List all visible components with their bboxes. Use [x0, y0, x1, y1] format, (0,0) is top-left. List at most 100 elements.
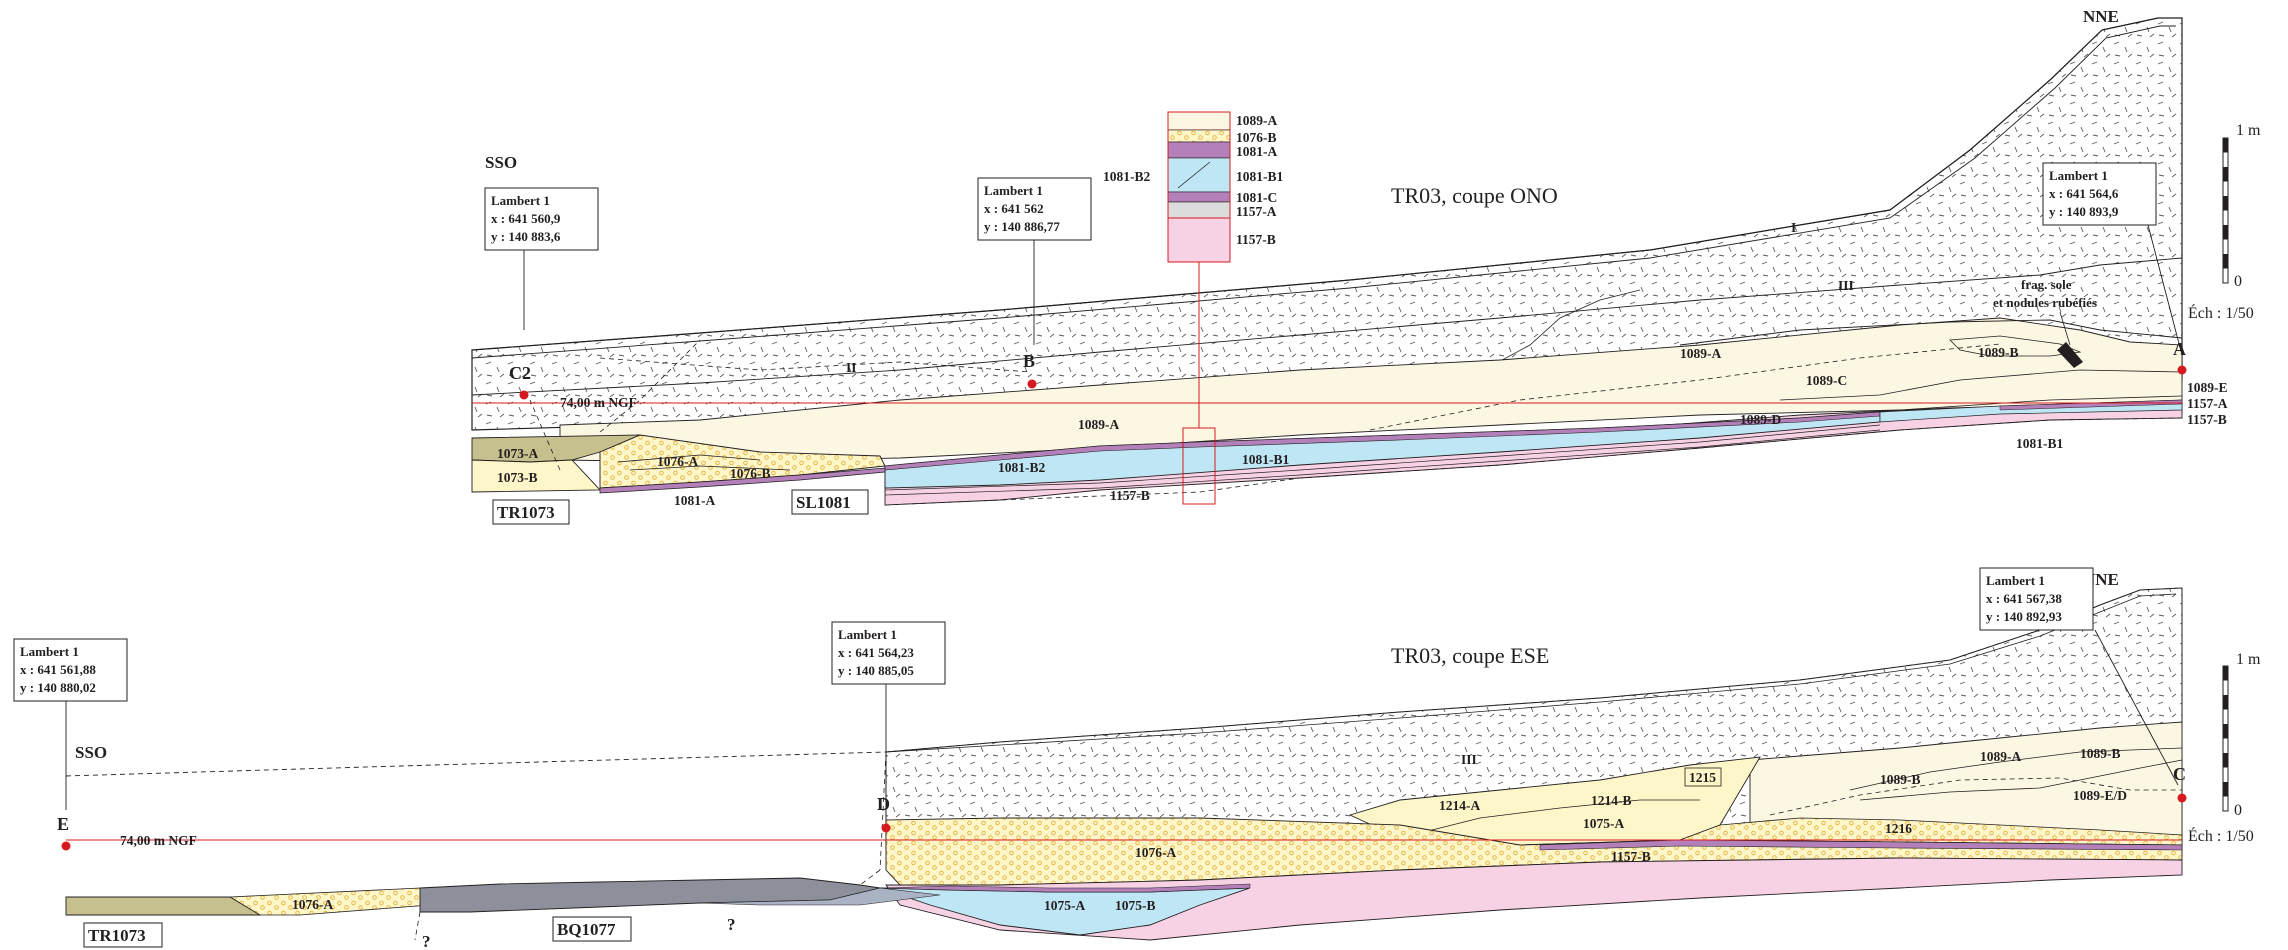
svg-text:SL1081: SL1081	[796, 493, 851, 512]
point-b	[1027, 379, 1037, 389]
unit-1076-a-bottom-left: 1076-A	[292, 897, 333, 912]
svg-text:Lambert 1: Lambert 1	[984, 183, 1043, 198]
tr1073-bottom-body	[65, 896, 262, 916]
dir-left-top: SSO	[485, 153, 517, 172]
structure-bq1077: BQ1077	[552, 916, 632, 942]
svg-text:x : 641 561,88: x : 641 561,88	[20, 662, 96, 677]
unit-1089-a-left: 1089-A	[1078, 417, 1119, 432]
svg-text:0: 0	[2234, 273, 2242, 290]
svg-text:TR1073: TR1073	[88, 926, 146, 945]
svg-text:x : 641 562: x : 641 562	[984, 201, 1044, 216]
unit-1089-c-top: 1089-C	[1806, 373, 1847, 388]
unit-1081-b1-right: 1081-B1	[2016, 436, 2064, 451]
unit-1157-a-top: 1157-A	[2187, 396, 2228, 411]
unit-1089-b-top: 1089-B	[1978, 345, 2019, 360]
unit-1081-a: 1081-A	[674, 493, 715, 508]
unit-1075-a-lens: 1075-A	[1044, 898, 1085, 913]
svg-text:TR1073: TR1073	[497, 503, 555, 522]
unit-1215-box: 1215	[1684, 767, 1722, 787]
frag-note-line2: et nodules rubéfiés	[1993, 295, 2097, 310]
svg-text:1076-B: 1076-B	[1236, 130, 1277, 145]
svg-text:y : 140 893,9: y : 140 893,9	[2049, 204, 2119, 219]
title-bottom: TR03, coupe ESE	[1391, 643, 1549, 668]
layer-1089-a	[559, 317, 2183, 463]
layer-1089-upper-line	[1679, 319, 2183, 346]
svg-text:y : 140 885,05: y : 140 885,05	[838, 663, 914, 678]
svg-text:0: 0	[2234, 802, 2242, 819]
svg-text:1157-B: 1157-B	[1236, 232, 1276, 247]
layer-1157-a-lines	[884, 424, 1881, 496]
callout-a: Lambert 1 x : 641 564,6 y : 140 893,9	[2042, 162, 2183, 356]
point-c2	[519, 390, 529, 400]
horizon-iii-bottom: III	[1461, 752, 1477, 767]
layer-1081-a	[599, 467, 886, 494]
svg-text:x : 641 567,38: x : 641 567,38	[1986, 591, 2062, 606]
point-e-label: E	[57, 814, 69, 834]
structure-tr1073-top: TR1073	[492, 499, 570, 525]
svg-text:BQ1077: BQ1077	[557, 920, 616, 939]
horizon-ii-iii-line	[471, 257, 2183, 396]
point-e	[61, 841, 71, 851]
callout-d: Lambert 1 x : 641 564,23 y : 140 885,05	[831, 621, 946, 792]
point-d-label: D	[877, 794, 890, 814]
svg-text:1215: 1215	[1689, 770, 1716, 785]
point-c2-label: C2	[509, 363, 531, 383]
unit-1089-a-top: 1089-A	[1680, 346, 1721, 361]
svg-text:Lambert 1: Lambert 1	[491, 193, 550, 208]
unknown-mark-2: ?	[727, 915, 736, 934]
horizon-iii-label: III	[1838, 278, 1854, 293]
svg-text:1 m: 1 m	[2236, 122, 2261, 139]
unit-1089-e-top: 1089-E	[2187, 380, 2228, 395]
point-d	[881, 823, 891, 833]
svg-text:1081-B1: 1081-B1	[1236, 169, 1284, 184]
horizon-i-label: I	[1791, 220, 1796, 235]
bq1077-light	[699, 887, 941, 906]
svg-text:1081-C: 1081-C	[1236, 190, 1277, 205]
svg-text:y : 140 892,93: y : 140 892,93	[1986, 609, 2062, 624]
frag-leader	[2059, 311, 2071, 346]
svg-text:Lambert 1: Lambert 1	[838, 627, 897, 642]
frag-note-line1: frag. sole	[2021, 277, 2072, 292]
bottom-inner-line	[885, 593, 2177, 753]
svg-text:Lambert 1: Lambert 1	[20, 644, 79, 659]
callout-c2: Lambert 1 x : 641 560,9 y : 140 883,6	[484, 187, 599, 330]
svg-text:x : 641 564,23: x : 641 564,23	[838, 645, 914, 660]
dir-right-top: NNE	[2083, 7, 2119, 26]
unknown-mark-1: ?	[422, 932, 431, 950]
scale-bar-top: 1 m 0 Éch : 1/50	[2188, 122, 2261, 322]
pit-cut-dashed	[529, 339, 701, 471]
top-base-dashed	[884, 417, 2183, 506]
ngf-label-top: 74,00 m NGF	[560, 395, 637, 410]
unit-1089-b-bottom-left: 1089-B	[1880, 772, 1921, 787]
svg-text:Éch : 1/50: Éch : 1/50	[2188, 826, 2254, 845]
bottom-dashed-verticals	[414, 751, 887, 941]
unit-1089-d-top: 1089-D	[1740, 412, 1781, 427]
point-b-label: B	[1023, 351, 1035, 371]
unit-1075-a-upper: 1075-A	[1583, 816, 1624, 831]
svg-text:Lambert 1: Lambert 1	[2049, 168, 2108, 183]
unit-1076-b-top: 1076-B	[730, 466, 771, 481]
svg-text:y : 140 886,77: y : 140 886,77	[984, 219, 1060, 234]
svg-text:Éch : 1/50: Éch : 1/50	[2188, 303, 2254, 322]
point-a	[2177, 365, 2187, 375]
burnt-fragment	[2057, 342, 2083, 368]
section-bottom: 74,00 m NGF E D C SSO NNE TR03, coupe ES…	[13, 567, 2261, 950]
unit-1089-b-bottom-right: 1089-B	[2080, 746, 2121, 761]
svg-text:Lambert 1: Lambert 1	[1986, 573, 2045, 588]
ngf-label-bottom: 74,00 m NGF	[120, 833, 197, 848]
unit-1073-a: 1073-A	[497, 446, 538, 461]
svg-text:y : 140 883,6: y : 140 883,6	[491, 229, 561, 244]
unit-1075-b: 1075-B	[1115, 898, 1156, 913]
unit-1081-b2: 1081-B2	[998, 460, 1046, 475]
structure-tr1073-bottom: TR1073	[83, 922, 163, 948]
layer-1073-b	[471, 459, 602, 493]
horizon-ii-label: II	[846, 360, 857, 375]
layer-1075-purple	[879, 883, 1251, 893]
unit-1073-b: 1073-B	[497, 470, 538, 485]
unit-1157-b-bottom: 1157-B	[1611, 849, 1651, 864]
svg-text:1089-A: 1089-A	[1236, 113, 1277, 128]
unit-1214-b: 1214-B	[1591, 793, 1632, 808]
unit-1076-a-top: 1076-A	[657, 454, 698, 469]
title-top: TR03, coupe ONO	[1391, 183, 1558, 208]
